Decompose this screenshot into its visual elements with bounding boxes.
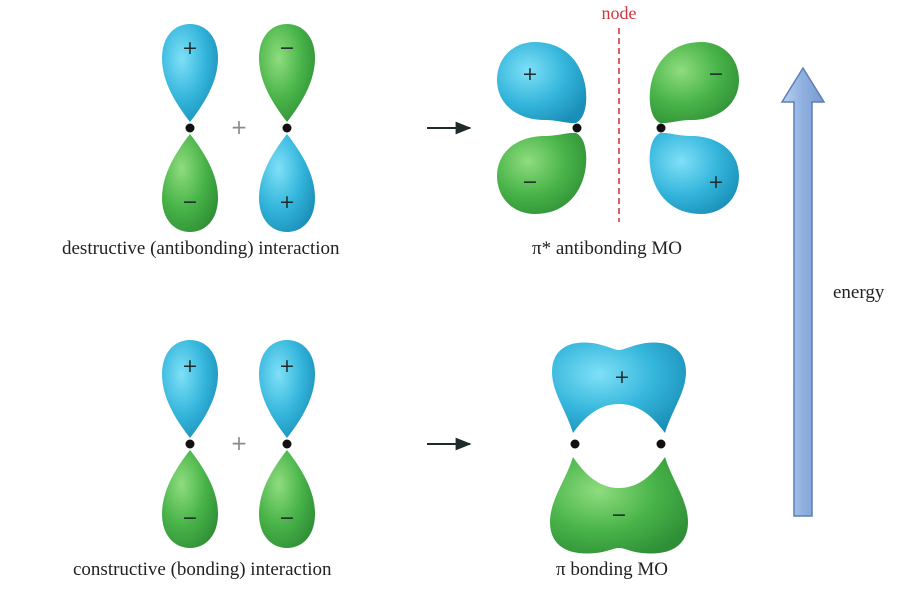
energy-label: energy [833,282,885,303]
pi-bonding-right-nucleus [656,439,666,449]
top-p2-upper-lobe [259,24,315,122]
node-label: node [602,3,637,23]
top-p2-lower-sign: + [279,191,295,213]
pi-bonding-left-nucleus [570,439,580,449]
pi-bonding-lower-sign: − [611,504,627,526]
bottom-p-orbital-1: + − [162,340,218,548]
top-p2-lower-lobe [259,134,315,232]
pi-star-upper-left-sign: + [522,63,538,85]
pi-star-upper-right-lobe [649,42,739,124]
pi-bonding-upper-lobe [552,342,686,433]
pi-star-right-nucleus [656,123,666,133]
bottom-right-caption: π bonding MO [556,559,668,580]
bottom-p1-upper-sign: + [182,355,198,377]
pi-star-lower-right-lobe [649,132,739,214]
energy-arrow [780,66,826,517]
bottom-p2-lower-sign: − [279,507,295,529]
top-p-orbital-1: + − [162,24,218,232]
bottom-p1-lower-sign: − [182,507,198,529]
top-p1-upper-sign: + [182,37,198,59]
top-p2-nucleus [282,123,292,133]
bottom-p-orbital-2: + − [259,340,315,548]
top-p1-lower-lobe [162,134,218,232]
bottom-plus-between: + [231,431,248,455]
pi-star-upper-left-lobe [497,42,587,124]
bottom-p2-lower-lobe [259,450,315,548]
top-p1-lower-sign: − [182,191,198,213]
bottom-p1-lower-lobe [162,450,218,548]
pi-bonding-mo: + − [550,342,688,554]
pi-star-lower-left-sign: − [522,171,538,193]
top-p1-upper-lobe [162,24,218,122]
bottom-p1-upper-lobe [162,340,218,438]
bottom-p1-nucleus [185,439,195,449]
top-right-caption: π* antibonding MO [532,238,682,259]
top-left-caption: destructive (antibonding) interaction [62,238,340,259]
top-p1-nucleus [185,123,195,133]
top-p-orbital-2: − + [259,24,315,232]
pi-star-lower-left-lobe [497,132,587,214]
bottom-p2-upper-lobe [259,340,315,438]
pi-star-lower-right-sign: + [708,171,724,193]
top-plus-between: + [231,115,248,139]
pi-star-upper-right-sign: − [708,63,724,85]
bottom-p2-upper-sign: + [279,355,295,377]
pi-star-left-nucleus [572,123,582,133]
bottom-p2-nucleus [282,439,292,449]
pi-bonding-upper-sign: + [614,366,630,388]
pi-bonding-lower-lobe [550,457,688,554]
bottom-left-caption: constructive (bonding) interaction [73,559,332,580]
pi-star-mo: + − − + [497,42,739,214]
top-p2-upper-sign: − [279,37,295,59]
